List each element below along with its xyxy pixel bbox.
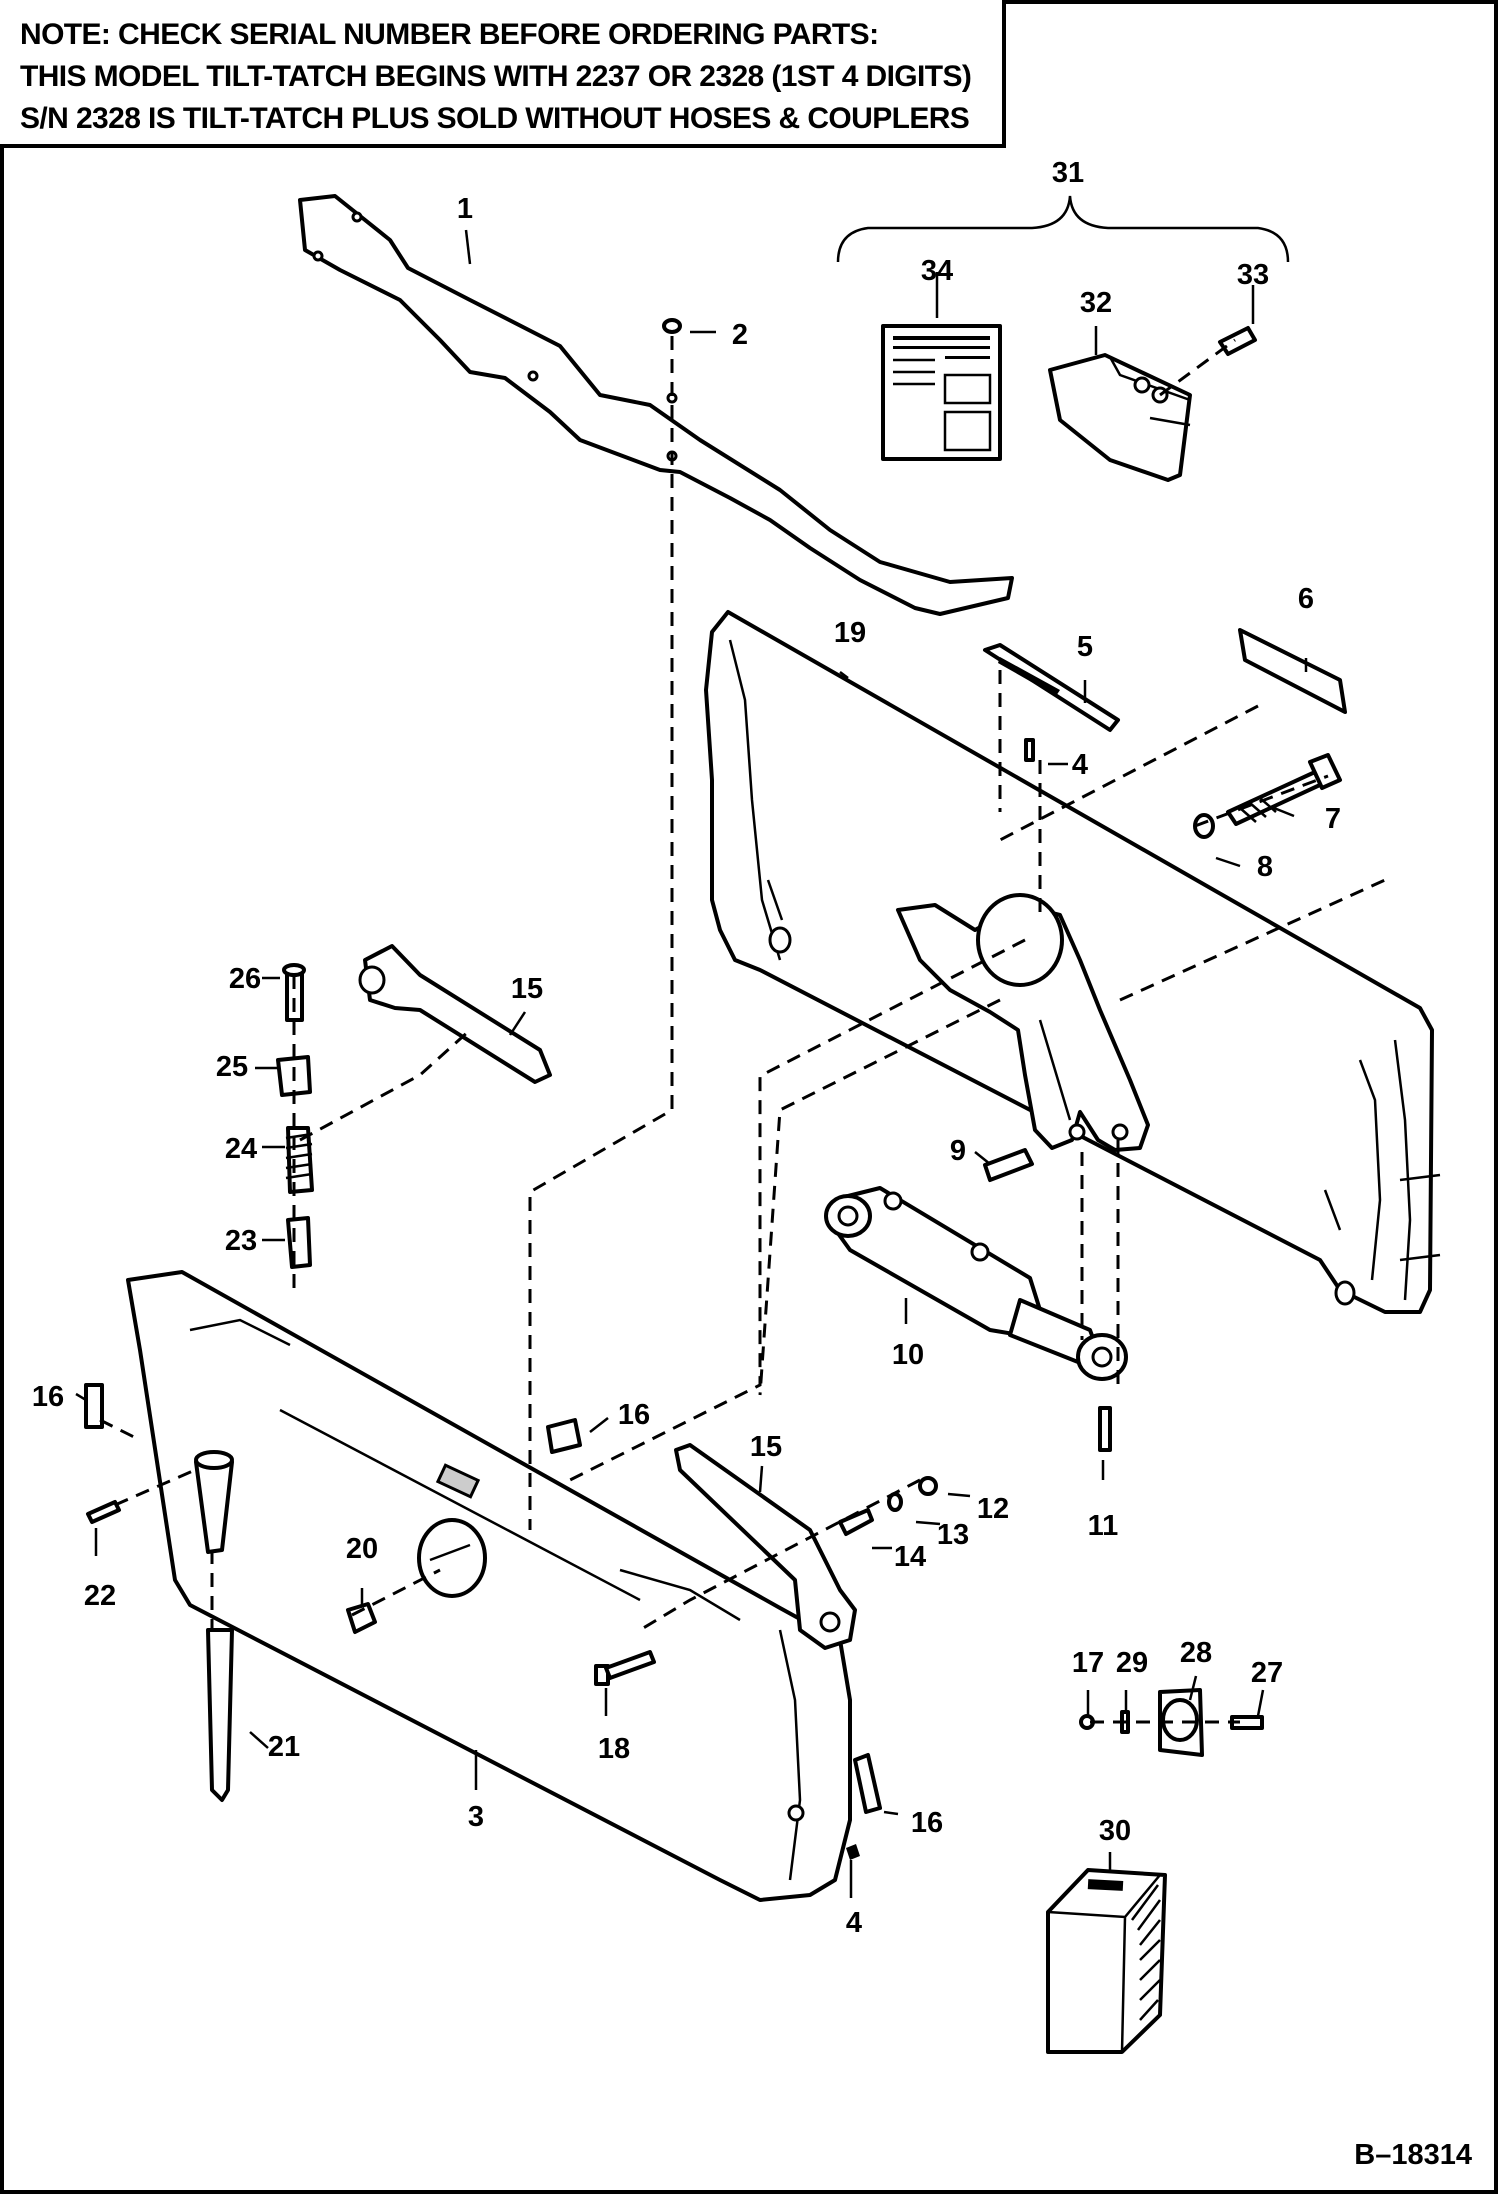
callout-34: 34 [921,255,953,287]
callout-numbers: 1 2 31 34 32 33 19 5 6 4 7 8 26 15 25 24… [32,157,1341,1939]
part-7-bolt [1226,753,1342,826]
callout-32: 32 [1080,287,1112,319]
callout-13: 13 [937,1519,969,1551]
note-line-1: NOTE: CHECK SERIAL NUMBER BEFORE ORDERIN… [20,18,879,51]
callout-3: 3 [468,1801,484,1833]
part-20-nut [346,1602,377,1634]
callout-20: 20 [346,1533,378,1565]
callout-1: 1 [457,193,473,225]
callout-33: 33 [1237,259,1269,291]
leader-lines [75,229,1308,1898]
callout-16-middle: 16 [618,1399,650,1431]
part-11-bolt [1098,1406,1112,1452]
part-14-bolt [838,1508,874,1536]
note-line-3: S/N 2328 IS TILT-TATCH PLUS SOLD WITHOUT… [20,102,970,135]
part-10-cylinder [824,1186,1128,1381]
callout-16-right: 16 [911,1807,943,1839]
callout-24: 24 [225,1133,257,1165]
part-32-guard [1048,353,1192,482]
callout-9: 9 [950,1135,966,1167]
part-12-nut [918,1476,938,1496]
callout-11: 11 [1088,1510,1119,1542]
part-22-pin [86,1500,121,1524]
callout-22: 22 [84,1580,116,1612]
callout-6: 6 [1298,583,1314,615]
callout-4-upper: 4 [1072,749,1088,781]
part-21-lever [194,1450,234,1802]
callout-15-lower: 15 [750,1431,782,1463]
callout-26: 26 [229,963,261,995]
part-27-bolt [1230,1715,1264,1730]
part-2-screw [662,318,682,334]
callout-28: 28 [1180,1637,1212,1669]
callout-18: 18 [598,1733,630,1765]
part-16-clip-middle [546,1418,582,1454]
callout-17: 17 [1072,1647,1104,1679]
part-15-upper-lever [358,944,552,1084]
part-28-bracket [1158,1688,1204,1757]
callout-7: 7 [1325,803,1341,835]
tilt-arm [896,893,1150,1152]
callout-25: 25 [216,1051,248,1083]
callout-12: 12 [977,1493,1009,1525]
callout-27: 27 [1251,1657,1283,1689]
part-30-box [1046,1868,1167,2054]
callout-30: 30 [1099,1815,1131,1847]
drawing-reference-number: B–18314 [1354,2139,1472,2171]
part-15-lower-lever [674,1443,857,1650]
spring-stack [276,963,314,1269]
part-1-plate [298,194,1014,616]
part-16-clip-right [853,1753,882,1814]
alignment-lines [99,336,1386,1724]
callout-14: 14 [894,1541,926,1573]
serial-number-note: NOTE: CHECK SERIAL NUMBER BEFORE ORDERIN… [0,0,1006,148]
callout-2: 2 [732,319,748,351]
part-33-bolt [1218,326,1257,356]
callout-4-lower: 4 [846,1907,862,1939]
kit-31-bracket [836,195,1290,263]
callout-16-left: 16 [32,1381,64,1413]
part-16-clip-left [84,1383,104,1429]
part-6-decal [1238,628,1347,714]
callout-8: 8 [1257,851,1273,883]
part-3-lower-plate [126,1270,852,1902]
callout-21: 21 [268,1731,300,1763]
callout-15-upper: 15 [511,973,543,1005]
note-line-2: THIS MODEL TILT-TATCH BEGINS WITH 2237 O… [20,60,972,93]
part-4-lower-screw [846,1844,860,1860]
callout-29: 29 [1116,1647,1148,1679]
callout-19: 19 [834,617,866,649]
callout-31: 31 [1052,157,1084,189]
part-4-upper-screw [1024,738,1035,762]
part-9-pin [983,1148,1034,1182]
part-18-bolt [594,1650,656,1686]
callout-10: 10 [892,1339,924,1371]
part-34-manual [881,324,1002,461]
callout-5: 5 [1077,631,1093,663]
callout-23: 23 [225,1225,257,1257]
